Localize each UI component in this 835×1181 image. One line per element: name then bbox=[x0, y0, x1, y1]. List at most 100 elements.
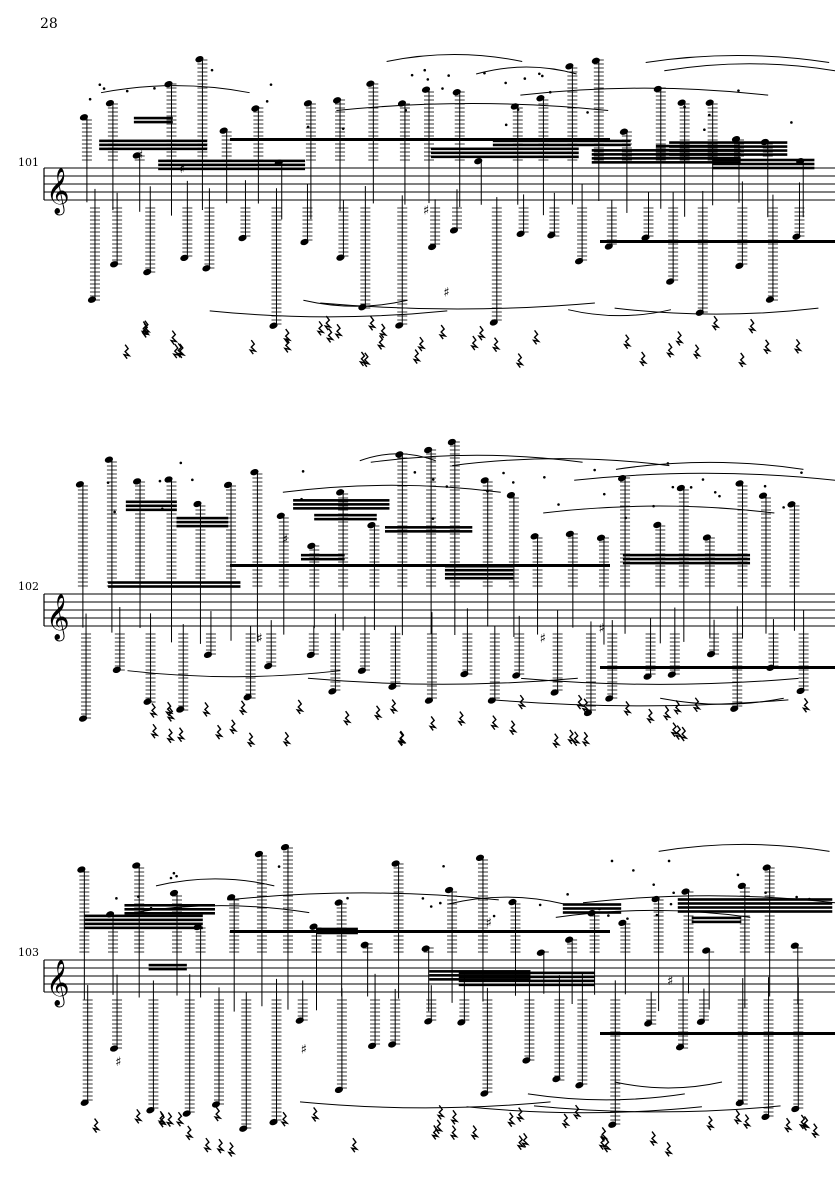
dot bbox=[486, 489, 489, 493]
rest-icon bbox=[362, 352, 371, 368]
dot bbox=[179, 461, 183, 465]
notehead bbox=[143, 268, 152, 276]
dot bbox=[652, 504, 655, 508]
dot bbox=[149, 906, 153, 910]
rest-icon bbox=[748, 318, 757, 334]
notehead bbox=[536, 95, 545, 102]
dot bbox=[703, 128, 706, 131]
notehead bbox=[307, 542, 316, 550]
dot bbox=[169, 876, 173, 880]
rest-icon bbox=[431, 1125, 440, 1140]
rest-icon bbox=[295, 699, 305, 715]
notehead bbox=[506, 492, 515, 499]
notehead bbox=[758, 492, 768, 499]
notehead bbox=[696, 1018, 705, 1025]
dot bbox=[610, 859, 614, 863]
notehead bbox=[428, 243, 437, 251]
notehead bbox=[421, 945, 430, 952]
beam bbox=[84, 914, 203, 918]
tie-slur bbox=[660, 697, 784, 705]
dot bbox=[763, 484, 767, 488]
tie-slur bbox=[582, 895, 835, 904]
rest-icon bbox=[664, 1141, 674, 1157]
notehead bbox=[251, 105, 260, 112]
beam bbox=[429, 978, 531, 981]
notehead bbox=[87, 296, 97, 303]
tie-slur bbox=[520, 87, 769, 96]
sharp-icon: ♯ bbox=[301, 1042, 307, 1057]
rest-icon bbox=[166, 707, 176, 722]
beam bbox=[293, 499, 390, 502]
notehead bbox=[508, 898, 517, 906]
rest-icon bbox=[531, 329, 541, 345]
rest-icon bbox=[516, 1107, 525, 1123]
rest-icon bbox=[449, 1125, 459, 1141]
notehead bbox=[653, 521, 662, 529]
dot bbox=[404, 108, 408, 112]
beam bbox=[125, 508, 177, 512]
rest-icon bbox=[342, 710, 352, 726]
beam bbox=[384, 526, 473, 529]
rest-icon bbox=[811, 1123, 820, 1139]
beam bbox=[176, 520, 229, 524]
rest-icon bbox=[238, 700, 248, 716]
measure-number-102: 102 bbox=[18, 580, 39, 593]
rest-icon bbox=[177, 343, 186, 359]
rest-icon bbox=[798, 1114, 808, 1130]
notehead bbox=[735, 480, 744, 487]
notehead bbox=[239, 1125, 248, 1132]
rest-icon bbox=[438, 324, 448, 340]
notehead bbox=[596, 534, 606, 542]
rest-icon bbox=[783, 1117, 793, 1133]
beam bbox=[622, 557, 751, 561]
beam bbox=[430, 147, 579, 151]
tie-slur bbox=[476, 66, 577, 75]
page-number: 28 bbox=[40, 16, 58, 32]
treble-clef-icon: 𝄞 bbox=[46, 960, 70, 1008]
beam bbox=[158, 159, 306, 163]
rest-icon bbox=[283, 337, 293, 353]
tie-slur bbox=[658, 843, 830, 852]
beam bbox=[176, 524, 229, 528]
dot bbox=[227, 897, 230, 901]
rest-icon bbox=[412, 349, 422, 364]
tie-slur bbox=[555, 909, 751, 918]
beam bbox=[712, 162, 815, 166]
tie-slur bbox=[320, 302, 595, 310]
rest-icon bbox=[376, 334, 386, 350]
beam bbox=[677, 898, 833, 901]
notehead bbox=[702, 534, 711, 541]
dot bbox=[172, 871, 176, 875]
dot bbox=[538, 72, 541, 76]
notehead bbox=[449, 227, 459, 234]
notehead bbox=[618, 919, 627, 927]
tie-slur bbox=[452, 458, 670, 467]
notehead bbox=[480, 477, 489, 484]
beam bbox=[677, 902, 833, 905]
dot bbox=[626, 917, 629, 920]
beam bbox=[600, 666, 835, 669]
dot bbox=[543, 475, 546, 479]
dot bbox=[718, 494, 721, 498]
sharp-icon: ♯ bbox=[282, 532, 288, 547]
notehead bbox=[796, 687, 805, 695]
rest-icon bbox=[203, 1137, 213, 1153]
rest-icon bbox=[801, 697, 811, 713]
notehead bbox=[702, 947, 711, 954]
dot bbox=[652, 883, 656, 886]
rest-icon bbox=[316, 320, 326, 336]
sharp-icon: ♯ bbox=[486, 916, 492, 931]
dot bbox=[701, 478, 705, 481]
beam bbox=[677, 906, 833, 909]
rest-icon bbox=[417, 336, 427, 352]
dot bbox=[548, 90, 552, 94]
rest-icon bbox=[711, 315, 721, 331]
tie-slur bbox=[466, 1106, 702, 1114]
rest-icon bbox=[670, 722, 680, 738]
notehead bbox=[790, 942, 799, 949]
rest-icon bbox=[733, 1109, 743, 1125]
notehead bbox=[306, 651, 315, 659]
beam bbox=[429, 974, 531, 977]
sharp-icon: ♯ bbox=[137, 148, 143, 163]
beam bbox=[124, 903, 215, 907]
